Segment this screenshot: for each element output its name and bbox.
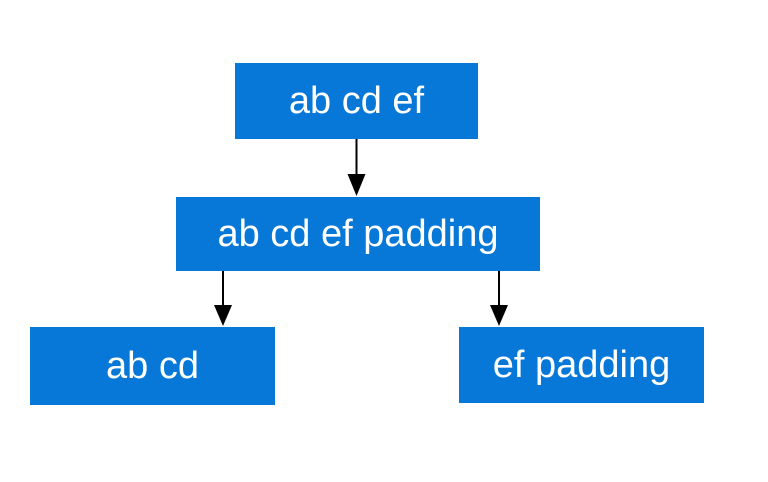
node-label: ef padding [492,344,671,386]
node-label: ab cd [106,345,199,387]
node-ab-cd-ef-padding: ab cd ef padding [176,197,540,271]
node-label: ab cd ef [288,80,425,122]
node-ab-cd-ef: ab cd ef [235,63,478,139]
arrow-root-to-child [347,139,366,196]
arrow-child-to-leaf1 [214,271,232,326]
node-label: ab cd ef padding [217,213,499,255]
arrow-child-to-leaf2 [490,271,508,326]
node-ab-cd: ab cd [30,327,275,405]
node-ef-padding: ef padding [459,327,704,403]
